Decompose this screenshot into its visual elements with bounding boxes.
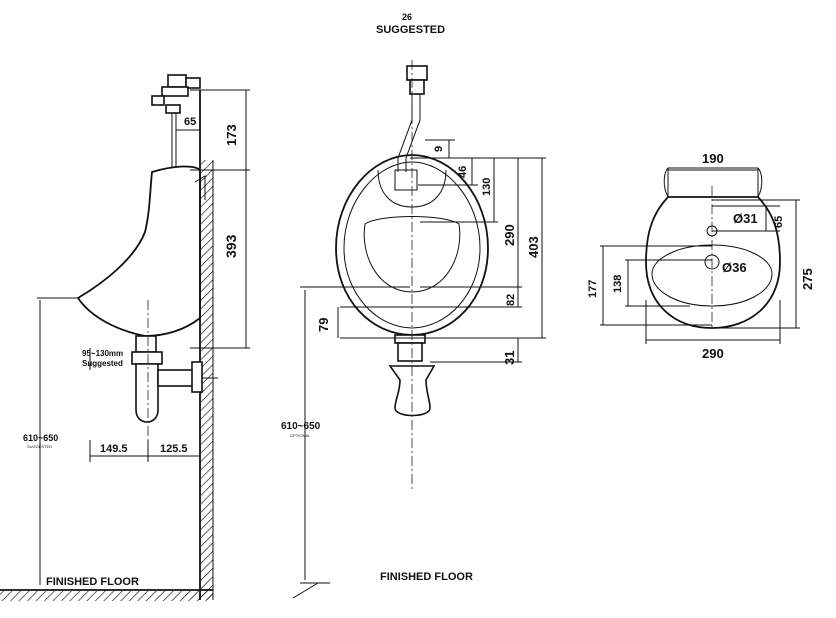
dim-65-side: 65 xyxy=(184,116,196,128)
wall xyxy=(199,90,214,600)
flush-valve xyxy=(151,74,201,168)
front-height-note: OPTIONAL xyxy=(290,433,311,438)
front-floor: FINISHED FLOOR xyxy=(380,571,473,583)
side-height: 610~650 xyxy=(23,433,58,443)
dim-125-5: 125.5 xyxy=(160,443,188,455)
dim-290-front: 290 xyxy=(502,224,517,246)
dim-173: 173 xyxy=(224,124,239,146)
back-view xyxy=(600,167,800,344)
dim-393: 393 xyxy=(223,234,239,258)
back-dim-labels: 190 Ø31 65 Ø36 177 138 275 290 xyxy=(587,151,815,361)
dim-403: 403 xyxy=(526,236,541,258)
trap-note: Suggested xyxy=(82,359,123,368)
dim-290-back: 290 xyxy=(702,346,724,361)
side-height-note: SUGGESTED xyxy=(27,444,52,449)
front-flush-valve xyxy=(397,65,428,172)
dim-26: 26 xyxy=(402,12,412,22)
dim-138: 138 xyxy=(612,275,624,293)
dim-65-back: 65 xyxy=(773,216,785,228)
dim-82: 82 xyxy=(505,294,517,306)
dim-177: 177 xyxy=(587,280,599,298)
hole-36: Ø36 xyxy=(722,260,747,275)
dim-79: 79 xyxy=(316,318,331,332)
floor-line xyxy=(0,589,213,601)
suggested-top: SUGGESTED xyxy=(376,24,445,36)
trap-range: 95~130mm xyxy=(82,349,123,358)
dim-46: 46 xyxy=(457,166,469,178)
dim-9: 9 xyxy=(433,146,445,152)
urinal-back-outline xyxy=(645,196,781,329)
front-dim-labels: 26 SUGGESTED 9 46 130 290 403 82 79 31 6… xyxy=(281,12,541,583)
front-view xyxy=(292,60,546,599)
hole-31: Ø31 xyxy=(733,211,758,226)
front-height: 610~650 xyxy=(281,421,321,432)
dim-130: 130 xyxy=(481,178,493,196)
dim-149-5: 149.5 xyxy=(100,443,128,455)
side-view xyxy=(0,74,250,601)
dim-190: 190 xyxy=(702,151,724,166)
bottle-trap xyxy=(131,335,218,423)
side-dim-labels: 65 173 393 95~130mm Suggested 610~650 SU… xyxy=(23,116,239,588)
side-floor: FINISHED FLOOR xyxy=(46,576,139,588)
urinal-bowl-side xyxy=(76,165,201,337)
dim-31: 31 xyxy=(502,351,517,365)
dim-275: 275 xyxy=(800,268,815,290)
